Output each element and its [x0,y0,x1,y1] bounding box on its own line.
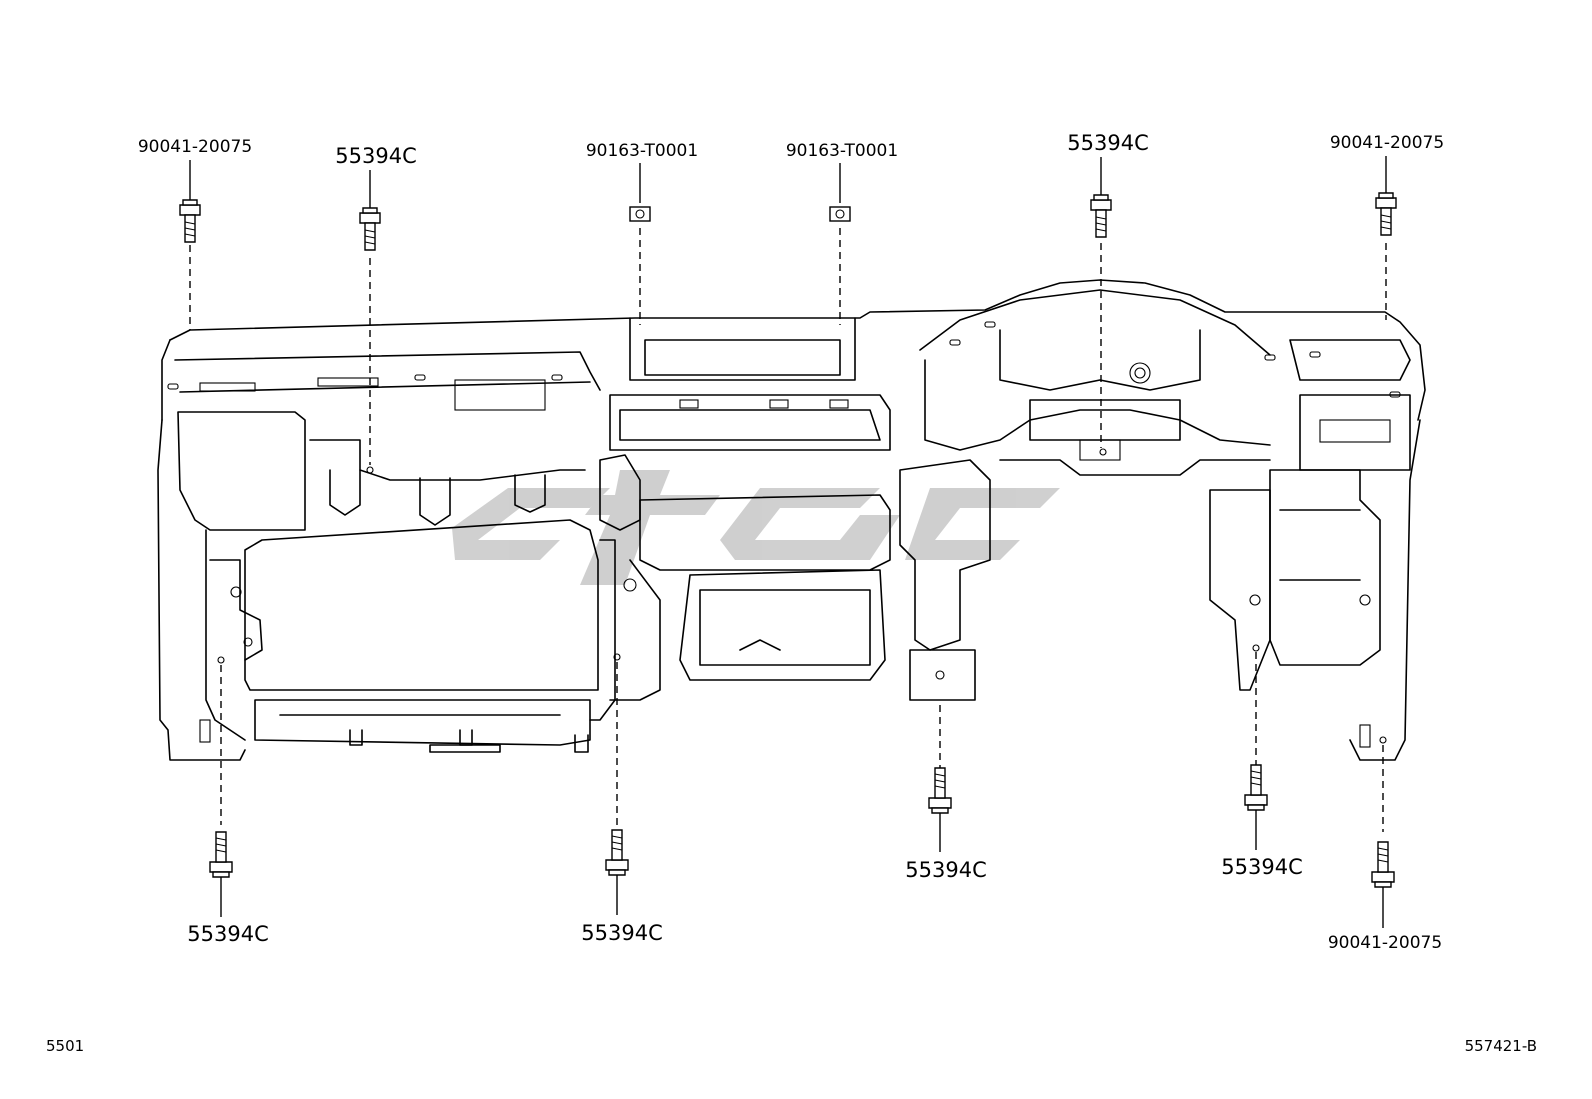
clip-nut-icon [629,206,651,222]
part-label: 90163-T0001 [786,141,898,161]
part-label: 90041-20075 [1328,933,1442,953]
part-labels: 90041-20075 55394C 90163-T0001 90163-T00… [138,131,1444,953]
dashboard-reinforcement-frame [157,279,1426,761]
bolt-icon [1244,764,1268,811]
part-label: 55394C [581,921,662,945]
part-label: 90041-20075 [1330,133,1444,153]
mounting-slots [167,321,1401,398]
bolt-icon [1090,194,1112,238]
bolt-icon [359,207,381,251]
illustration-code: 557421-B [1464,1037,1537,1055]
part-label: 55394C [335,144,416,168]
part-label: 90163-T0001 [586,141,698,161]
page-code: 5501 [46,1037,85,1055]
part-label: 55394C [187,922,268,946]
bolt-icon [605,829,629,876]
fasteners [179,192,1397,888]
bolt-icon [1371,841,1395,888]
bolt-icon [928,767,952,814]
bolt-icon [1375,192,1397,236]
lead-lines [189,156,1387,928]
part-label: 55394C [1067,131,1148,155]
bolt-icon [179,199,201,243]
bolt-icon [209,831,233,878]
part-label: 90041-20075 [138,137,252,157]
part-label: 55394C [1221,855,1302,879]
clip-nut-icon [829,206,851,222]
part-label: 55394C [905,858,986,882]
